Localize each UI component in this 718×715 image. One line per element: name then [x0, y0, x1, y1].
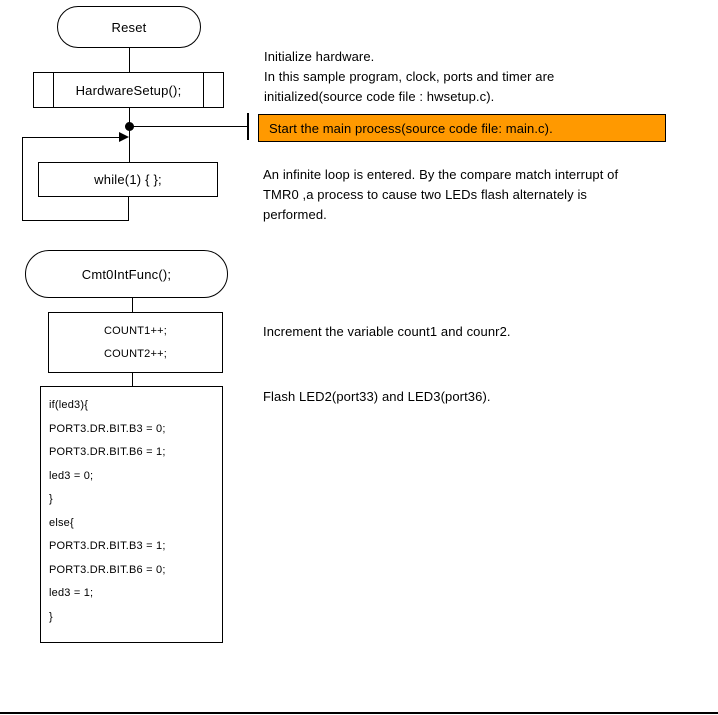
connector-reset-to-hwsetup	[129, 48, 130, 72]
while-loop-label: while(1) { };	[94, 172, 162, 187]
cmt0-terminator: Cmt0IntFunc();	[25, 250, 228, 298]
connector-junction-to-note	[130, 126, 247, 127]
code-line: led3 = 1;	[49, 587, 94, 599]
code-line: PORT3.DR.BIT.B6 = 0;	[49, 563, 166, 576]
code-line: PORT3.DR.BIT.B3 = 1;	[49, 540, 166, 552]
while-loop-box: while(1) { };	[38, 162, 218, 197]
count-process: COUNT1++; COUNT2++;	[48, 312, 223, 373]
code-line: }	[49, 610, 53, 623]
reset-terminator: Reset	[57, 6, 201, 48]
connector-cmt0-to-count	[132, 298, 133, 312]
junction-dot	[125, 122, 134, 131]
reset-label: Reset	[111, 19, 147, 35]
note-infinite-loop: An infinite loop is entered. By the comp…	[263, 167, 619, 222]
hardware-setup-process: HardwareSetup();	[33, 72, 224, 108]
code-block: if(led3){ PORT3.DR.BIT.B3 = 0; PORT3.DR.…	[40, 386, 223, 643]
highlight-note-main-process: Start the main process(source code file:…	[258, 114, 666, 142]
cmt0-label: Cmt0IntFunc();	[81, 266, 172, 282]
code-line: PORT3.DR.BIT.B3 = 0;	[49, 422, 166, 435]
code-line: if(led3){	[49, 399, 89, 411]
connector-count-to-code	[132, 373, 133, 386]
note-increment: Increment the variable count1 and counr2…	[263, 324, 511, 339]
note-flash-led: Flash LED2(port33) and LED3(port36).	[263, 389, 491, 404]
count1-line: COUNT1++;	[104, 324, 167, 337]
hardware-setup-label: HardwareSetup();	[75, 82, 182, 98]
loop-line-left	[22, 137, 23, 221]
note-init-hardware: Initialize hardware. In this sample prog…	[264, 49, 555, 104]
connector-end-bar	[247, 113, 249, 140]
predefined-process-left-bar	[53, 73, 54, 107]
loop-line-bottom	[22, 220, 129, 221]
code-line: else{	[49, 516, 74, 529]
loop-line-top	[22, 137, 121, 138]
predefined-process-right-bar	[203, 73, 204, 107]
bottom-rule	[0, 712, 718, 714]
connector-hwsetup-to-while	[129, 108, 130, 162]
loop-arrowhead-icon	[119, 132, 129, 142]
loop-line-down	[128, 197, 129, 221]
code-line: led3 = 0;	[49, 469, 94, 482]
code-line: PORT3.DR.BIT.B6 = 1;	[49, 446, 166, 458]
code-line: }	[49, 493, 53, 505]
count2-line: COUNT2++;	[104, 348, 167, 361]
main-process-note-label: Start the main process(source code file:…	[269, 120, 553, 136]
